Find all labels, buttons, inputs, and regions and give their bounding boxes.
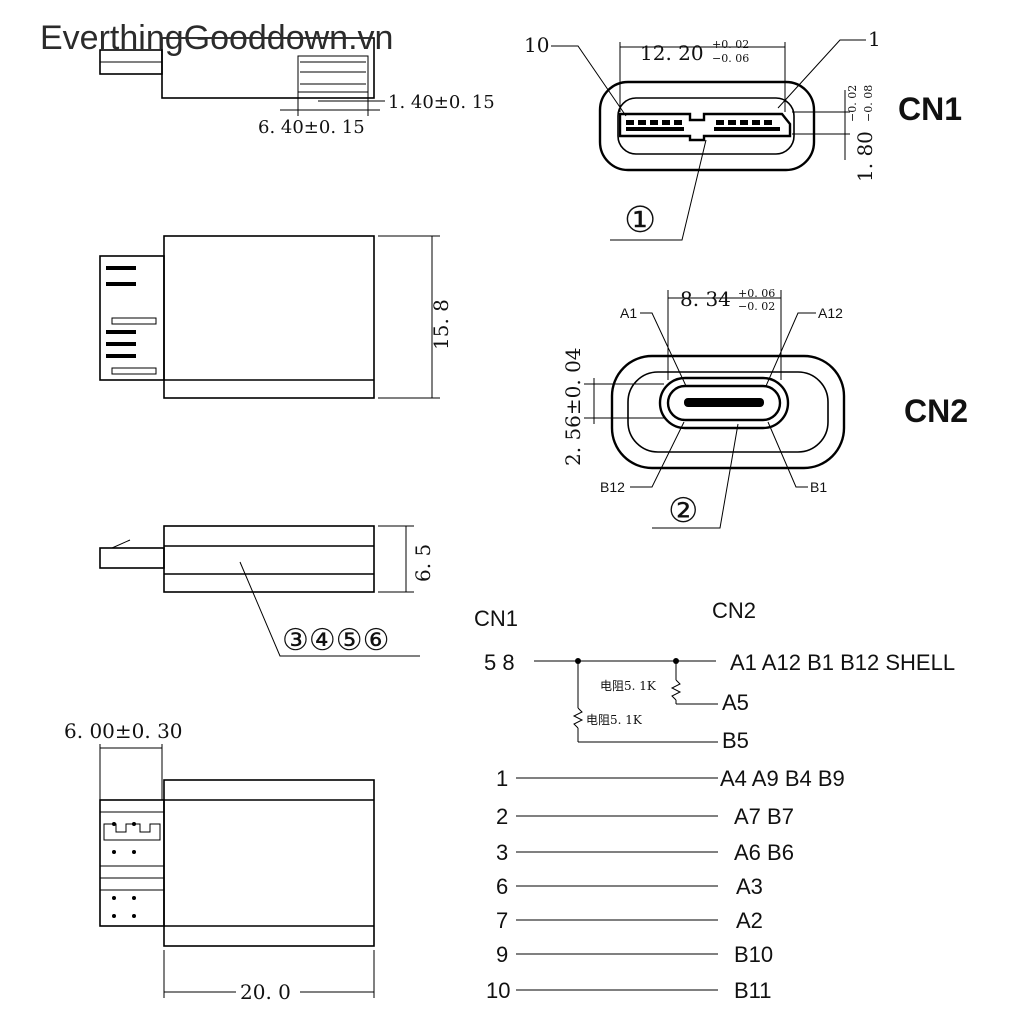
dim-1-40: 1. 40±0. 15 (388, 92, 495, 113)
row-left-pin: 9 (496, 942, 508, 967)
cn2-view: 8. 34 +0. 06 −0. 02 A1 A12 B12 B1 2. 56±… (561, 287, 968, 531)
wiring-row: 3 A6 B6 (496, 840, 794, 865)
cn1-view: 12. 20 +0. 02 −0. 06 10 1 1. 80 −0. 02 −… (524, 27, 962, 241)
dim-6-40: 6. 40±0. 15 (258, 117, 365, 138)
side-view: 6. 5 ③④⑤⑥ (99, 525, 435, 658)
wiring-row: 10 B11 (486, 978, 772, 1003)
cn2-height-dim: 2. 56±0. 04 (561, 347, 585, 466)
side-top-view: 1. 40±0. 15 6. 40±0. 15 (99, 37, 495, 138)
length-dim: 20. 0 (240, 980, 291, 1004)
cn2-width-dim: 8. 34 (680, 287, 731, 311)
cn2-width-tol-bottom: −0. 02 (738, 300, 775, 313)
row-left-pin: 7 (496, 908, 508, 933)
row-right-pins: A2 (736, 908, 763, 933)
cn1-height-tol-bottom: −0. 08 (862, 85, 875, 122)
cn2-pin-b12-label: B12 (600, 479, 625, 495)
row-right-pins: A4 A9 B4 B9 (720, 766, 845, 791)
wiring-row: 6 A3 (496, 874, 763, 899)
cn1-pins-left (626, 120, 684, 131)
cn1-width-dim: 12. 20 (640, 41, 704, 65)
front-height-dim: 15. 8 (429, 299, 453, 350)
row-left-pin: 3 (496, 840, 508, 865)
cn2-callout: ② (668, 491, 698, 531)
cn1-width-tol-bottom: −0. 06 (712, 52, 749, 65)
cn2-pin-b1-label: B1 (810, 479, 827, 495)
ground-right-pins: A1 A12 B1 B12 SHELL (730, 650, 955, 675)
row-left-pin: 6 (496, 874, 508, 899)
cn1-pin-10-label: 10 (524, 33, 549, 57)
watermark: EverthingGooddown.vn (40, 19, 393, 57)
row-right-pins: A7 B7 (734, 804, 794, 829)
row-right-pins: B11 (734, 978, 772, 1003)
cn2-width-tol-top: +0. 06 (738, 287, 775, 300)
row-right-pins: A3 (736, 874, 763, 899)
row-left-pin: 10 (486, 978, 510, 1003)
resistor-2-label: 电阻5. 1K (586, 713, 643, 727)
cn2-label: CN2 (904, 393, 968, 429)
plug-width-dim: 6. 00±0. 30 (64, 719, 183, 743)
row-left-pin: 2 (496, 804, 508, 829)
resistor-1-target: A5 (722, 690, 749, 715)
row-left-pin: 1 (496, 766, 508, 791)
cn1-height-tol-top: −0. 02 (846, 85, 859, 122)
front-view: 15. 8 (99, 235, 453, 399)
wiring-row: 7 A2 (496, 908, 763, 933)
wiring-header-cn1: CN1 (474, 606, 518, 631)
side-height-dim: 6. 5 (411, 544, 435, 582)
resistor-1-label: 电阻5. 1K (600, 679, 657, 693)
bottom-view: 6. 00±0. 30 20. 0 (64, 719, 375, 1004)
resistor-2-target: B5 (722, 728, 749, 753)
cn1-height-dim: 1. 80 (853, 131, 877, 182)
wiring-row: 2 A7 B7 (496, 804, 794, 829)
row-right-pins: A6 B6 (734, 840, 794, 865)
wiring-row: 9 B10 (496, 942, 773, 967)
cn1-callout: ① (624, 200, 656, 241)
side-callout: ③④⑤⑥ (282, 623, 390, 658)
wiring-row: 1 A4 A9 B4 B9 (496, 766, 845, 791)
cn2-pin-a1-label: A1 (620, 305, 637, 321)
cn1-pin-1-label: 1 (868, 27, 881, 51)
wiring-header-cn2: CN2 (712, 598, 756, 623)
ground-left-pins: 5 8 (484, 650, 515, 675)
cn1-width-tol-top: +0. 02 (712, 38, 749, 51)
cn1-pins-right (714, 120, 780, 131)
row-right-pins: B10 (734, 942, 773, 967)
wiring-table: CN1 CN2 5 8 A1 A12 B1 B12 SHELL 电阻5. 1K … (474, 598, 955, 1003)
cn2-pin-a12-label: A12 (818, 305, 843, 321)
cn1-label: CN1 (898, 91, 962, 127)
